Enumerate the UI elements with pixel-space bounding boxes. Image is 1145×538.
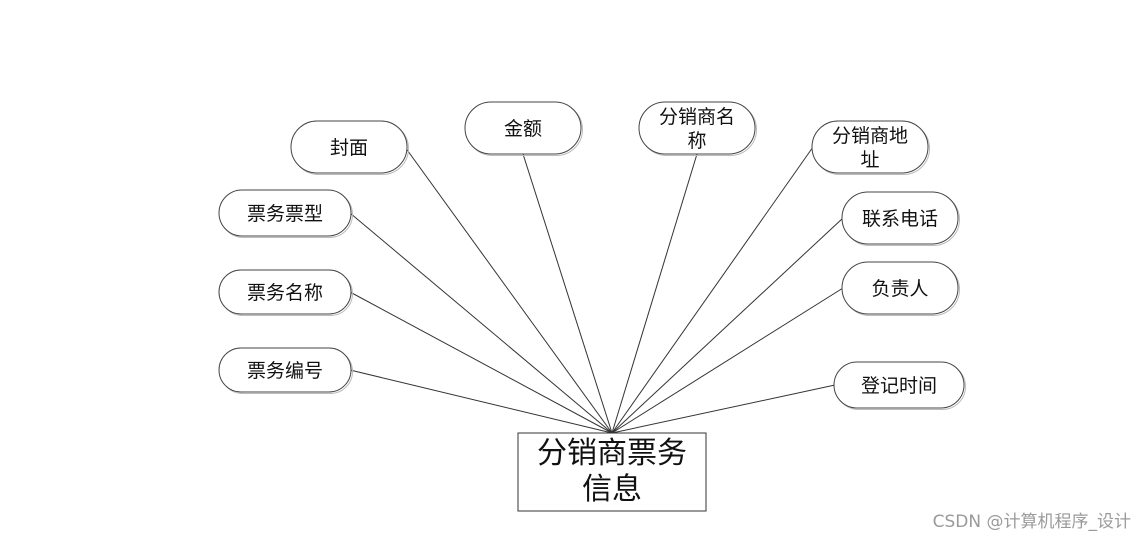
attribute-ticket-no: 票务编号: [218, 347, 353, 394]
connector-amount: [522, 153, 613, 434]
attribute-ticket-name: 票务名称: [218, 269, 353, 316]
watermark: CSDN @计算机程序_设计: [932, 512, 1131, 532]
attribute-box: [218, 189, 352, 237]
connector-ticket-type: [349, 212, 613, 434]
attribute-owner: 负责人: [841, 261, 960, 316]
connector-cover: [404, 146, 613, 434]
attribute-label: 联系电话: [862, 208, 938, 230]
attribute-box: [218, 347, 352, 393]
connector-dist-name: [611, 153, 698, 434]
connector-ticket-no: [349, 369, 613, 434]
attribute-box: [464, 101, 582, 155]
attribute-box: [811, 120, 929, 174]
entity-box: [517, 432, 707, 512]
attribute-nodes: 封面金额分销商名称分销商地址票务票型票务名称票务编号联系电话负责人登记时间: [218, 101, 966, 410]
attribute-ticket-type: 票务票型: [218, 189, 353, 238]
connector-dist-address: [611, 146, 814, 434]
attribute-box: [841, 261, 959, 315]
attribute-label: 票务编号: [247, 360, 323, 382]
attribute-label: 封面: [330, 137, 368, 159]
attribute-amount: 金额: [464, 101, 583, 156]
attribute-label: 称: [687, 130, 706, 152]
attribute-box: [290, 120, 408, 174]
attribute-box: [218, 269, 352, 315]
attribute-box: [638, 101, 756, 155]
connector-lines: [349, 146, 844, 434]
attribute-label: 址: [860, 149, 879, 171]
attribute-box: [833, 361, 965, 409]
attribute-label: 票务名称: [247, 282, 323, 304]
attribute-phone: 联系电话: [841, 191, 960, 246]
connector-phone: [611, 217, 844, 434]
attribute-reg-time: 登记时间: [833, 361, 966, 410]
attribute-label: 负责人: [871, 278, 928, 300]
connector-reg-time: [611, 384, 836, 434]
connector-ticket-name: [349, 291, 613, 434]
entity-label: 分销商票务: [537, 436, 687, 471]
attribute-label: 票务票型: [247, 203, 323, 225]
entity-label: 信息: [582, 472, 642, 507]
connector-owner: [611, 287, 844, 434]
attribute-cover: 封面: [290, 120, 409, 175]
attribute-label: 分销商名: [659, 106, 735, 128]
attribute-label: 分销商地: [832, 125, 908, 147]
attribute-box: [841, 191, 959, 245]
attribute-label: 登记时间: [861, 375, 937, 397]
attribute-label: 金额: [504, 118, 542, 140]
